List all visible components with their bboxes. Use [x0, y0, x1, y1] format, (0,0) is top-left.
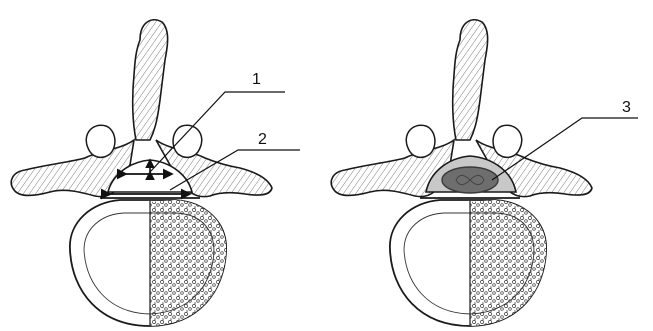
right-vertebra: 3	[331, 20, 638, 326]
label-1: 1	[252, 71, 261, 88]
label-2: 2	[258, 131, 267, 148]
label-3: 3	[622, 99, 631, 116]
left-vertebra: 1 2	[11, 20, 300, 326]
